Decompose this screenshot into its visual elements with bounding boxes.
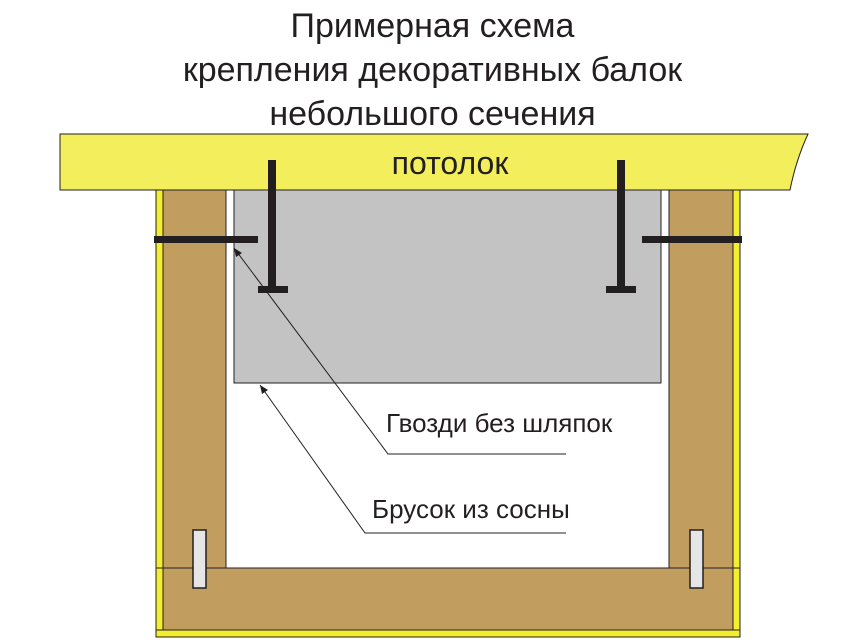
nails-label: Гвозди без шляпок	[386, 408, 613, 438]
left-side-board	[155, 189, 227, 569]
left-side-nail	[154, 236, 258, 243]
bottom-board	[162, 567, 734, 631]
left-bottom-pin	[192, 529, 207, 589]
diagram-title: Примерная схема крепления декоративных б…	[0, 4, 865, 136]
ceiling-label: потолок	[391, 145, 509, 181]
pine-bar	[233, 189, 662, 384]
left-ceiling-nail	[258, 160, 288, 293]
bottom-board-facing-strip	[155, 629, 741, 638]
title-line-1: Примерная схема	[290, 7, 575, 45]
right-side-nail	[642, 236, 742, 243]
left-board-facing-strip	[155, 189, 164, 638]
title-line-2: крепления декоративных балок	[182, 51, 683, 89]
pine-bar-leader	[259, 384, 566, 534]
right-side-board	[668, 189, 734, 569]
pine-bar-label: Брусок из сосны	[372, 494, 570, 524]
right-board-facing-strip	[732, 189, 741, 638]
title-line-3: небольшого сечения	[269, 95, 596, 133]
right-bottom-pin	[689, 529, 704, 589]
nails-leader	[233, 247, 566, 455]
right-ceiling-nail	[606, 160, 636, 293]
